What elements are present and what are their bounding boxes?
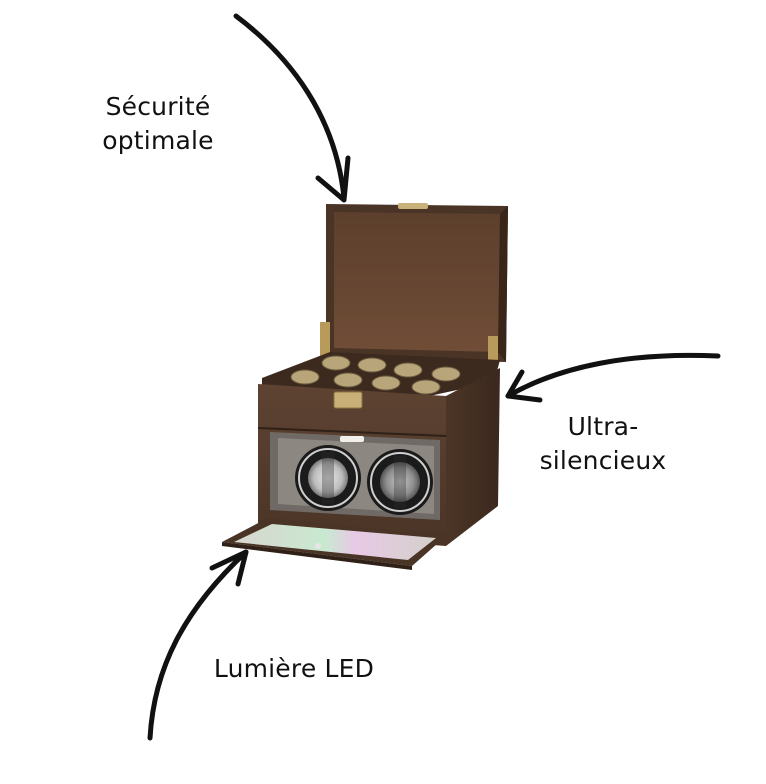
box-side [446, 368, 500, 546]
annotation-silent-line2: silencieux [539, 446, 667, 475]
annotation-security-line2: optimale [102, 126, 214, 155]
watch-winder-right [367, 449, 433, 515]
annotation-silent-line1: Ultra- [567, 412, 639, 441]
annotation-silent: Ultra- silencieux [528, 410, 678, 478]
lid-latch [398, 203, 428, 209]
annotation-led-line1: Lumière LED [213, 654, 375, 683]
annotation-led: Lumière LED [204, 652, 384, 686]
watch-storage-tray [262, 352, 500, 398]
annotation-security-line1: Sécurité [105, 92, 211, 121]
led-drawer-door [222, 518, 446, 570]
hinge-right [488, 336, 498, 366]
arrow-down-icon [233, 13, 351, 203]
watch-winder-left [295, 445, 361, 511]
front-lock [333, 391, 363, 409]
arrow-left-icon [505, 352, 721, 403]
watch-winder-box [222, 203, 508, 570]
arrow-up-icon [147, 549, 249, 741]
box-lid [320, 203, 508, 366]
annotation-security: Sécurité optimale [96, 90, 220, 158]
hinge-left [320, 322, 330, 356]
